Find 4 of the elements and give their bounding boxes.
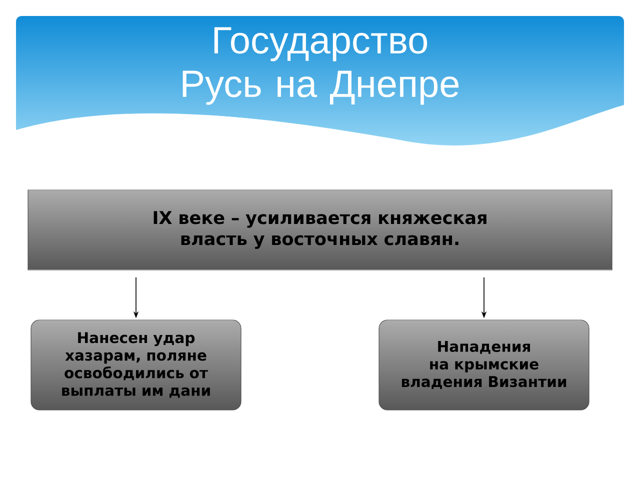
title: Государство Русь на Днепре: [182, 27, 459, 105]
statement-box: IX веке – усиливается княжеская власть у восточных славян.: [28, 190, 612, 270]
event-box: Нападения на крымские владения Византии: [378, 320, 590, 410]
event-box: Нанесен удар хазарам, поляне освободились от выплаты им дани: [30, 320, 242, 410]
